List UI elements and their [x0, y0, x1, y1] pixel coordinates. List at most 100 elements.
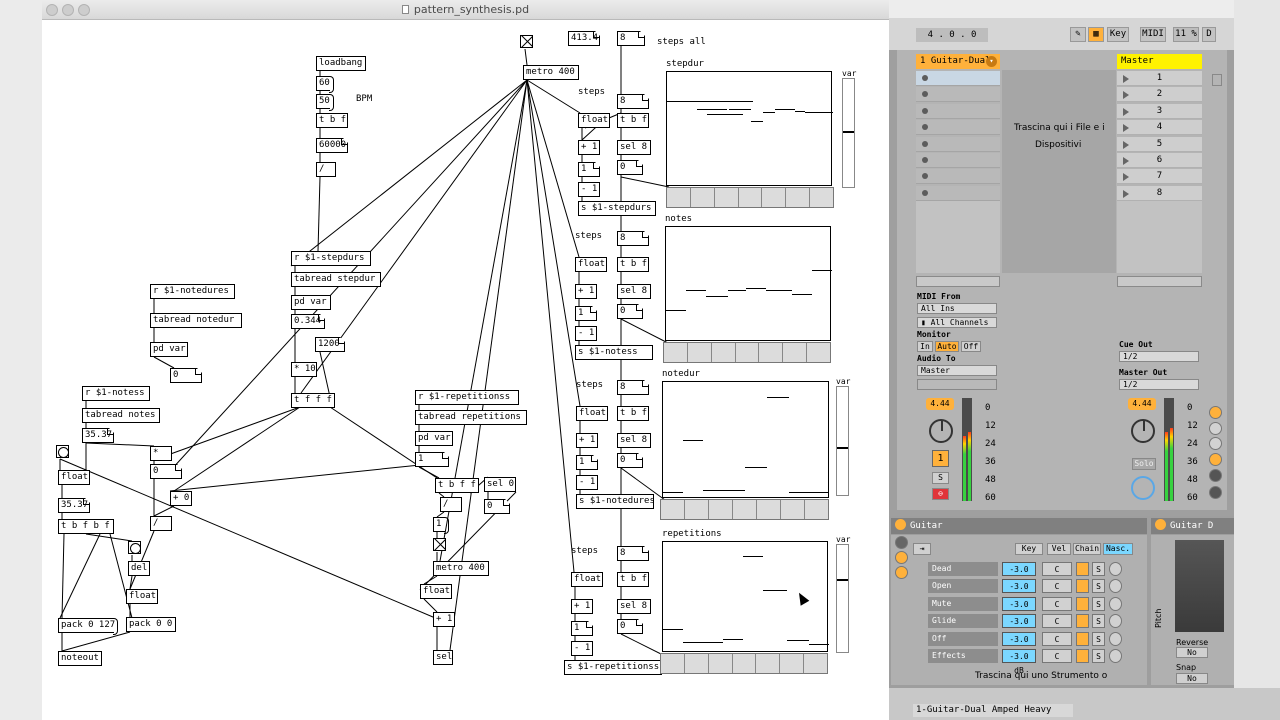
number-0-step-1[interactable]: 0: [617, 304, 643, 319]
track-fold-icon[interactable]: ▾: [986, 56, 997, 67]
chain-name[interactable]: Mute: [928, 596, 998, 611]
trigger-tbf-object[interactable]: t b f: [316, 113, 348, 128]
radio-cell[interactable]: [661, 500, 685, 519]
radio-cell[interactable]: [759, 343, 784, 362]
chain-tab-nasc[interactable]: Nasc.: [1103, 543, 1133, 555]
step-radio-0[interactable]: [666, 187, 834, 208]
send-step-3[interactable]: s $1-repetitionss: [564, 660, 662, 675]
radio-cell[interactable]: [781, 500, 805, 519]
patch-cord[interactable]: [61, 533, 65, 619]
patch-cord[interactable]: [620, 318, 669, 344]
number-60000[interactable]: 60000: [316, 138, 348, 153]
select-8-step-1[interactable]: sel 8: [617, 284, 651, 299]
number-0344[interactable]: 0.344: [291, 314, 325, 329]
chain-hotswap-icon[interactable]: [1109, 562, 1122, 576]
step-radio-3[interactable]: [660, 653, 828, 674]
array-notes[interactable]: [665, 226, 832, 341]
radio-cell[interactable]: [714, 188, 739, 207]
pack-0-127[interactable]: pack 0 127: [58, 618, 118, 635]
var-slider-0[interactable]: [842, 78, 855, 188]
side-button-r[interactable]: [1209, 437, 1222, 450]
patch-cord[interactable]: [59, 458, 441, 621]
cue-out-select[interactable]: 1/2: [1119, 351, 1199, 362]
plus-0-object[interactable]: + 0: [170, 491, 192, 506]
track-header-master[interactable]: Master: [1117, 54, 1202, 69]
pd-var-object-2[interactable]: pd var: [150, 342, 188, 357]
number-1-step-0[interactable]: 1: [578, 162, 600, 177]
chain-hotswap-icon[interactable]: [1109, 631, 1122, 646]
radio-cell[interactable]: [690, 188, 715, 207]
snap-toggle[interactable]: No: [1176, 673, 1208, 684]
divide-object-2[interactable]: /: [150, 516, 172, 531]
trigger-tbff-object[interactable]: t b f f: [435, 478, 479, 493]
bang-del[interactable]: [128, 541, 141, 554]
track-activator[interactable]: 1: [932, 450, 949, 467]
chain-name[interactable]: Off: [928, 631, 998, 646]
master-out-select[interactable]: 1/2: [1119, 379, 1199, 390]
pd-var-object-3[interactable]: pd var: [415, 431, 453, 446]
number-4134[interactable]: 413.4: [568, 31, 600, 46]
solo-button[interactable]: S: [932, 472, 949, 484]
float-step-0[interactable]: float: [578, 113, 610, 128]
divide-object[interactable]: /: [316, 162, 336, 177]
side-button-x[interactable]: [1209, 486, 1222, 499]
patch-cord[interactable]: [423, 575, 438, 585]
clip-slot[interactable]: [916, 136, 1000, 152]
close-button[interactable]: [46, 4, 58, 16]
clip-slot[interactable]: [916, 153, 1000, 168]
trigger-tbf-step-2[interactable]: t b f: [617, 406, 649, 421]
radio-cell[interactable]: [733, 500, 757, 519]
var-slider-2[interactable]: [836, 386, 849, 496]
track-header-guitar[interactable]: 1 Guitar-Dual▾: [916, 54, 1000, 69]
clip-slot[interactable]: [916, 169, 1000, 185]
number-0-step-2[interactable]: 0: [617, 453, 643, 468]
d-button[interactable]: D: [1202, 27, 1216, 42]
select-8-step-0[interactable]: sel 8: [617, 140, 651, 155]
stop-clip-button[interactable]: [916, 276, 1000, 287]
radio-cell[interactable]: [805, 500, 828, 519]
message-50[interactable]: 50: [316, 94, 334, 111]
io-toggle-icon[interactable]: [1212, 74, 1222, 86]
trigger-tbf-step-1[interactable]: t b f: [617, 257, 649, 272]
radio-cell[interactable]: [757, 500, 781, 519]
radio-cell[interactable]: [786, 188, 811, 207]
patch-cord[interactable]: [85, 442, 155, 447]
clip-slot[interactable]: [916, 120, 1000, 136]
minimize-button[interactable]: [62, 4, 74, 16]
select-8-step-3[interactable]: sel 8: [617, 599, 651, 614]
array-repetitions[interactable]: [662, 541, 829, 652]
tabread-stepdur[interactable]: tabread stepdur: [291, 272, 381, 287]
radio-cell[interactable]: [738, 188, 763, 207]
scene-launch-1[interactable]: 1: [1117, 71, 1202, 86]
radio-cell[interactable]: [685, 500, 709, 519]
drop-area[interactable]: [1002, 70, 1116, 273]
patch-cord[interactable]: [418, 466, 440, 479]
midi-channel-select[interactable]: ▮ All Channels: [917, 317, 997, 328]
trigger-tfff-object[interactable]: t f f f: [291, 393, 335, 408]
array-stepdur[interactable]: [666, 71, 833, 186]
float-object-2[interactable]: float: [126, 589, 158, 604]
monitor-in-button[interactable]: In: [917, 341, 933, 352]
minus-1-step-3[interactable]: - 1: [571, 641, 593, 656]
speaker-icon[interactable]: [1076, 649, 1089, 663]
chain-hotswap-icon[interactable]: [1109, 649, 1122, 663]
scene-launch-8[interactable]: 8: [1117, 185, 1202, 201]
patch-cord[interactable]: [85, 533, 133, 542]
radio-cell[interactable]: [687, 343, 712, 362]
tabread-notedur[interactable]: tabread notedur: [150, 313, 242, 328]
speaker-icon[interactable]: [1076, 596, 1089, 611]
clip-slot[interactable]: [916, 103, 1000, 119]
arrangement-position[interactable]: 4 . 0 . 0: [916, 28, 988, 42]
noteout-object[interactable]: noteout: [58, 651, 102, 666]
chain-name[interactable]: Dead: [928, 562, 998, 576]
cue-volume-knob[interactable]: [1131, 476, 1155, 500]
audio-to-channel[interactable]: [917, 379, 997, 390]
metro-400-b[interactable]: metro 400: [433, 561, 489, 576]
patch-cord[interactable]: [620, 633, 666, 657]
patch-cord[interactable]: [526, 79, 580, 258]
select-object[interactable]: sel: [433, 650, 453, 665]
